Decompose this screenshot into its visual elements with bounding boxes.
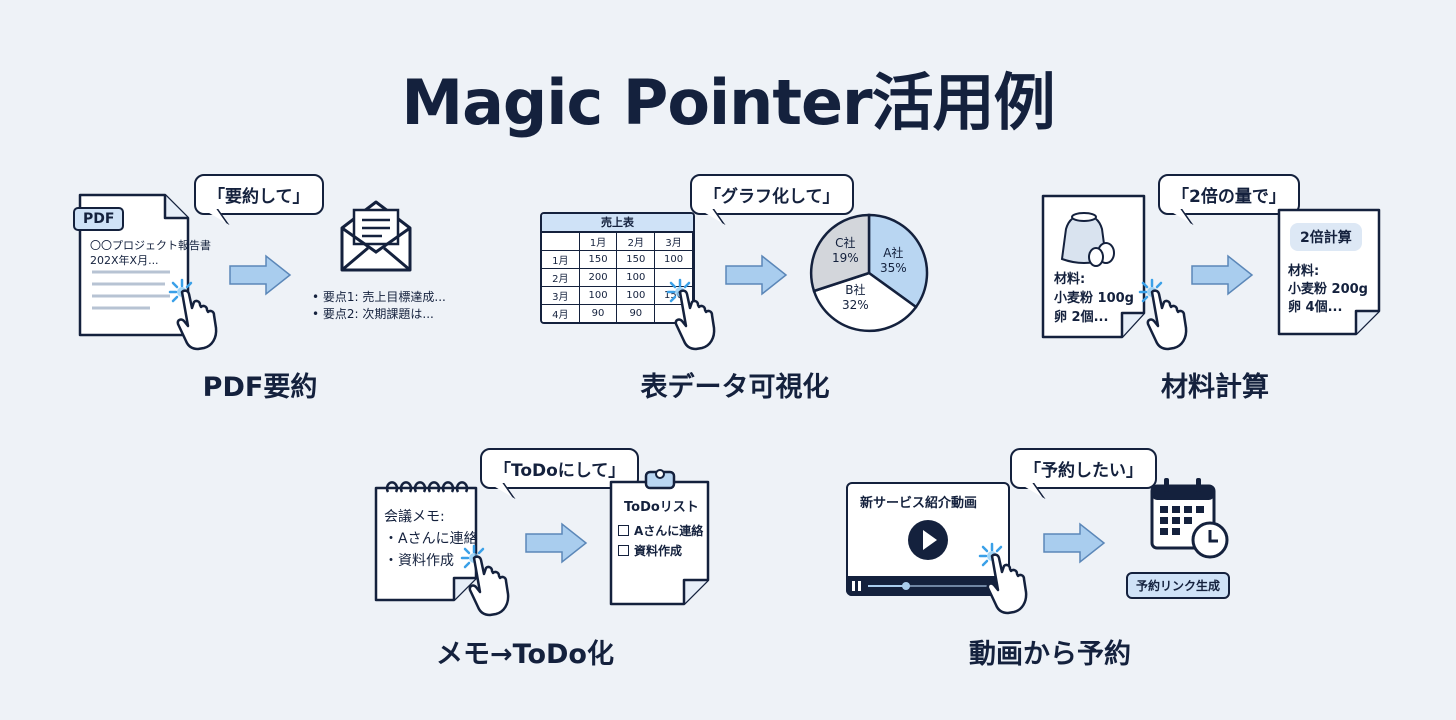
page-title: Magic Pointer活用例	[401, 66, 1055, 139]
memo-line-1: 会議メモ:	[384, 509, 445, 525]
pdf-doc-line-1: 〇〇プロジェクト報告書	[90, 239, 211, 252]
checkbox-icon	[618, 525, 629, 536]
memo-line-2: ・Aさんに連絡	[384, 531, 478, 547]
pointer-hand-icon	[666, 278, 716, 351]
table-cell: 3月	[654, 232, 693, 251]
pie-label-a-name: A社	[883, 246, 904, 260]
pie-label-c-name: C社	[835, 236, 856, 250]
pointer-hand-icon	[1138, 278, 1188, 351]
table-cell: 100	[654, 250, 693, 269]
recipe-caption: 材料計算	[1161, 372, 1269, 403]
pie-slice-b	[812, 271, 918, 333]
table-cell: 100	[616, 286, 656, 305]
pie-label-a-value: 35%	[880, 261, 907, 275]
table-cell: 2月	[542, 268, 580, 287]
recipe-bubble: 「2倍の量で」	[1158, 174, 1300, 215]
pie-slice-c	[809, 213, 871, 293]
memo-line-3: ・資料作成	[384, 553, 454, 569]
table-cell: 150	[578, 250, 618, 269]
pointer-hand-icon	[168, 278, 218, 351]
table-cell: 1月	[578, 232, 618, 251]
pdf-caption: PDF要約	[202, 372, 318, 403]
arrow-right-icon	[525, 522, 588, 564]
arrow-right-icon	[229, 254, 292, 296]
pointer-hand-icon	[978, 542, 1028, 615]
video-player: 新サービス紹介動画	[846, 482, 1010, 596]
table-row: 2月 200 100	[542, 268, 693, 287]
video-bubble: 「予約したい」	[1010, 448, 1157, 489]
memo-caption: メモ→ToDo化	[436, 639, 614, 670]
pie-label-c-value: 19%	[832, 251, 859, 265]
pdf-bubble: 「要約して」	[194, 174, 324, 215]
recipe-after-line-2: 小麦粉 200g	[1288, 282, 1368, 297]
recipe-card-icon	[1041, 194, 1146, 339]
memo-notepad-icon	[374, 481, 478, 602]
sales-sheet: 売上表 1月 2月 3月 1月 150 150 100 2月 200 100 3	[540, 212, 695, 324]
pie-label-b-value: 32%	[842, 298, 869, 312]
checkbox-icon	[618, 545, 629, 556]
table-cell: 4月	[542, 304, 580, 322]
video-caption: 動画から予約	[969, 639, 1131, 670]
todo-item-2-label: 資料作成	[634, 544, 683, 558]
table-cell: 2月	[616, 232, 656, 251]
pdf-result-line-2: • 要点2: 次期課題は...	[312, 307, 434, 321]
pdf-result-line-1: • 要点1: 売上目標達成...	[312, 290, 446, 304]
arrow-right-icon	[725, 254, 788, 296]
sales-table: 1月 2月 3月 1月 150 150 100 2月 200 100 3月 10…	[542, 232, 693, 322]
pie-chart	[809, 213, 929, 333]
calendar-clock-icon	[1150, 478, 1229, 559]
table-row: 1月 150 150 100	[542, 250, 693, 269]
table-header-row: 1月 2月 3月	[542, 232, 693, 251]
table-bubble: 「グラフ化して」	[690, 174, 854, 215]
double-calc-label: 2倍計算	[1290, 223, 1362, 251]
todo-title: ToDoリスト	[624, 500, 699, 515]
pie-label-c: C社 19%	[832, 236, 859, 266]
pie-label-b-name: B社	[845, 283, 866, 297]
envelope-open-icon	[340, 200, 412, 272]
table-caption: 表データ可視化	[640, 372, 830, 403]
table-cell: 90	[578, 304, 618, 322]
table-cell: 150	[616, 250, 656, 269]
recipe-after-line-1: 材料:	[1288, 264, 1320, 279]
table-cell: 200	[578, 268, 618, 287]
table-cell: 100	[578, 286, 618, 305]
play-button-icon	[908, 520, 948, 560]
table-cell: 1月	[542, 250, 580, 269]
recipe-before-line-3: 卵 2個...	[1054, 310, 1109, 325]
pdf-doc-line-2: 202X年X月...	[90, 254, 159, 267]
table-cell	[542, 232, 580, 251]
booking-link-button[interactable]: 予約リンク生成	[1126, 572, 1231, 599]
pointer-hand-icon	[460, 544, 510, 617]
recipe-after-line-3: 卵 4個...	[1288, 300, 1343, 315]
recipe-before-line-2: 小麦粉 100g	[1054, 291, 1134, 306]
table-cell: 3月	[542, 286, 580, 305]
pie-slice-a	[867, 213, 929, 309]
recipe-before-line-1: 材料:	[1054, 272, 1086, 287]
todo-item-2: 資料作成	[618, 542, 682, 559]
todo-item-1-label: Aさんに連絡	[634, 524, 704, 538]
pdf-tag: PDF	[73, 207, 125, 231]
progress-bar	[852, 581, 996, 591]
arrow-right-icon	[1191, 254, 1254, 296]
table-cell: 90	[616, 304, 656, 322]
sheet-title: 売上表	[542, 214, 693, 232]
table-cell: 100	[616, 268, 656, 287]
pie-label-a: A社 35%	[880, 246, 907, 276]
video-controls	[846, 576, 1010, 596]
pie-label-b: B社 32%	[842, 283, 869, 313]
todo-item-1: Aさんに連絡	[618, 522, 703, 539]
arrow-right-icon	[1043, 522, 1106, 564]
clipboard-icon	[609, 469, 710, 606]
video-title: 新サービス紹介動画	[860, 496, 978, 511]
